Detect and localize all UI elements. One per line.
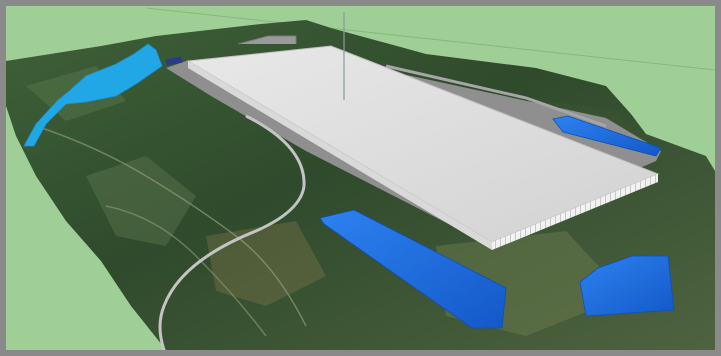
detention-pond-front[interactable] xyxy=(319,209,507,329)
trail-path xyxy=(105,205,267,337)
trail-path xyxy=(35,125,307,327)
3d-model-viewport[interactable] xyxy=(6,6,715,350)
access-road[interactable] xyxy=(158,114,306,350)
culvert-structure xyxy=(165,56,183,66)
warehouse-wall-left xyxy=(188,61,492,250)
stream-channel[interactable] xyxy=(23,43,163,147)
warehouse-building[interactable] xyxy=(186,35,660,250)
service-road xyxy=(385,64,607,128)
site-model-scene[interactable] xyxy=(6,6,715,350)
terrain-patch xyxy=(86,156,196,246)
detention-pond-right-small[interactable] xyxy=(552,115,662,157)
warehouse-dock xyxy=(237,35,297,45)
ground-axis-line xyxy=(145,7,715,71)
detention-pond-right-back[interactable] xyxy=(579,255,675,317)
warehouse-wall-front xyxy=(492,174,658,250)
